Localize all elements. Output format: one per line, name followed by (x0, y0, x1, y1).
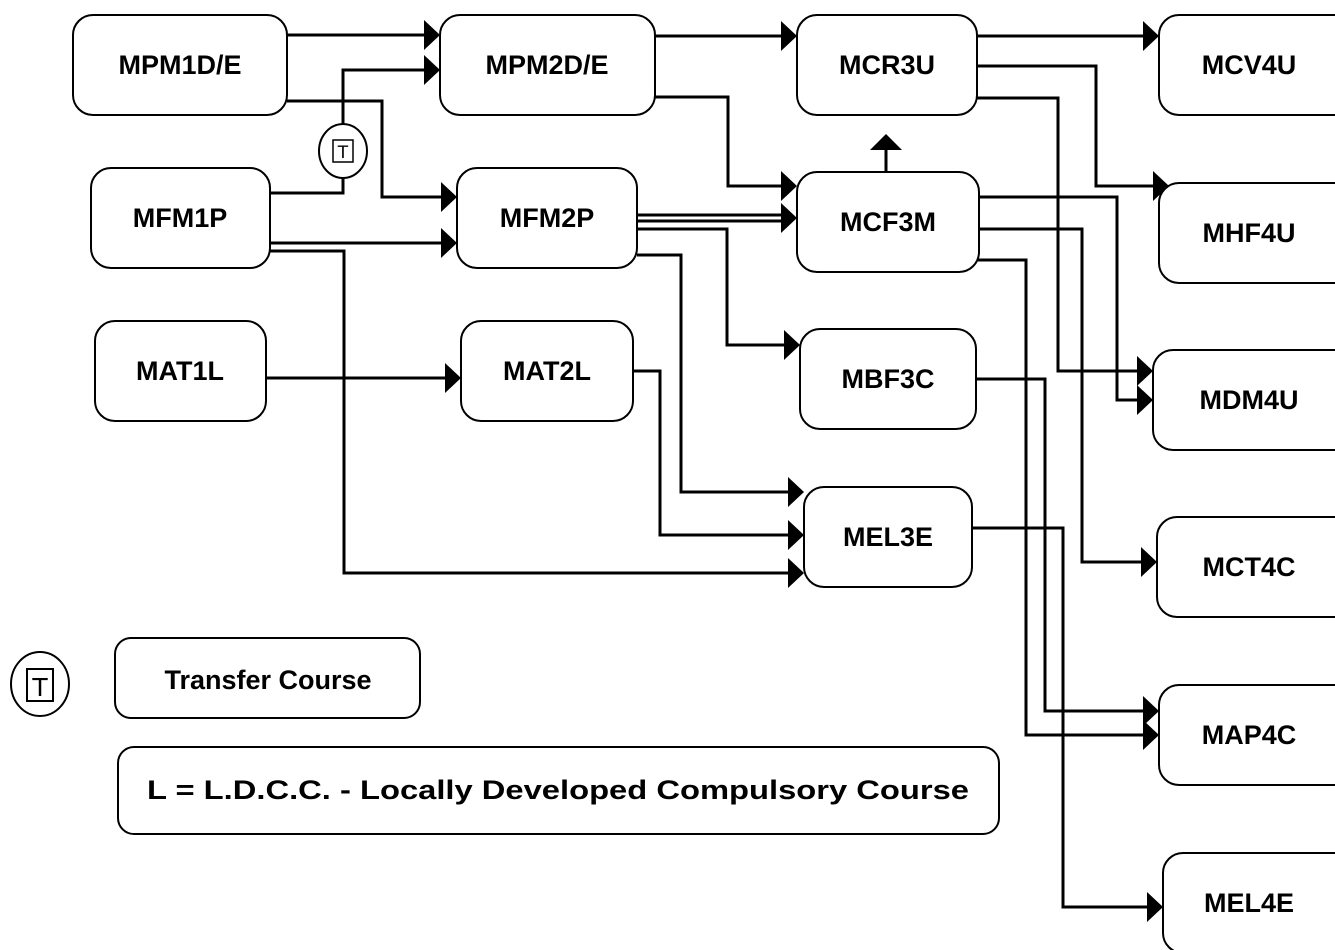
arrowhead (788, 520, 804, 550)
course-code: MAT2L (503, 356, 591, 386)
course-mpm2de: MPM2D/E (439, 14, 656, 116)
connector-mfm1p-mel3e (270, 249, 792, 575)
transfer-badge: T (318, 123, 368, 179)
connector-mpm2de-mcf3m (655, 95, 785, 188)
connector-mfm2p-mel3e (637, 253, 792, 494)
transfer-badge-glyph: T (337, 143, 349, 163)
course-code: MCR3U (839, 50, 935, 80)
course-mat1l: MAT1L (94, 320, 267, 422)
arrowhead (781, 203, 797, 233)
legend-ldcc: L = L.D.C.C. - Locally Developed Compuls… (117, 746, 1000, 835)
course-mcf3m: MCF3M (796, 171, 980, 273)
arrowhead (784, 330, 800, 360)
arrowhead (788, 477, 804, 507)
arrowhead (781, 21, 797, 51)
legend: T Transfer Course L = L.D.C.C. - Locally… (10, 637, 1000, 835)
course-mat2l: MAT2L (460, 320, 634, 422)
course-code: MBF3C (842, 364, 935, 394)
arrowhead (1153, 171, 1169, 201)
connector-mel3e-mel4e (972, 526, 1151, 909)
course-code: MCF3M (840, 207, 936, 237)
arrowhead (1137, 385, 1153, 415)
course-mel4e: MEL4E (1162, 852, 1335, 950)
course-mcr3u: MCR3U (796, 14, 978, 116)
course-code: MFM1P (133, 203, 228, 233)
connector-mat2l-mel3e (633, 369, 792, 537)
course-mel3e: MEL3E (803, 486, 973, 588)
connector-mcr3u-mdm4u (977, 96, 1141, 373)
arrowhead (424, 55, 440, 85)
course-code: MEL3E (843, 522, 933, 552)
course-mpm1de: MPM1D/E (72, 14, 288, 116)
arrowhead (1143, 21, 1159, 51)
arrowhead (781, 171, 797, 201)
legend-transfer-course: Transfer Course (114, 637, 421, 719)
course-code: MHF4U (1203, 218, 1296, 248)
course-code: MPM2D/E (485, 50, 608, 80)
legend-transfer-icon: T (10, 651, 70, 717)
course-code: MDM4U (1200, 385, 1299, 415)
course-mct4c: MCT4C (1156, 516, 1335, 618)
connector-mfm2p-mbf3c (637, 227, 788, 347)
connector-mcf3m-mct4c (979, 227, 1145, 564)
course-code: MCV4U (1202, 50, 1297, 80)
connector-mcf3m-mdm4u (979, 195, 1141, 402)
course-boxes: MPM1D/E MPM2D/E MCR3U MCV4U MFM1P MFM2P … (72, 14, 1335, 950)
connector-mbf3c-map4c (976, 377, 1147, 713)
arrowhead (424, 20, 440, 50)
course-mbf3c: MBF3C (799, 328, 977, 430)
arrowheads (424, 20, 1169, 922)
course-code: MFM2P (500, 203, 595, 233)
course-map4c: MAP4C (1158, 684, 1335, 786)
course-code: MAP4C (1202, 720, 1297, 750)
arrowhead (1147, 892, 1163, 922)
course-code: MEL4E (1204, 888, 1294, 918)
connector-mcr3u-mhf4u (977, 64, 1157, 188)
course-mcv4u: MCV4U (1158, 14, 1335, 116)
connector-mcf3m-map4c (975, 258, 1147, 737)
course-mhf4u: MHF4U (1158, 182, 1335, 284)
arrowhead (441, 182, 457, 212)
arrowhead (441, 228, 457, 258)
course-mdm4u: MDM4U (1152, 349, 1335, 451)
legend-ldcc-label: L = L.D.C.C. - Locally Developed Compuls… (147, 775, 969, 805)
course-code: MPM1D/E (118, 50, 241, 80)
course-mfm2p: MFM2P (456, 167, 638, 269)
arrowhead (870, 134, 902, 150)
arrowhead (788, 558, 804, 588)
course-code: MCT4C (1203, 552, 1296, 582)
arrowhead (1137, 356, 1153, 386)
course-code: MAT1L (136, 356, 224, 386)
legend-transfer-glyph: T (31, 673, 48, 702)
connectors (266, 33, 1157, 909)
arrowhead (1143, 696, 1159, 726)
course-mfm1p: MFM1P (90, 167, 271, 269)
connector-mpm1de-mfm2p-transfer (287, 99, 445, 199)
arrowhead (1141, 547, 1157, 577)
arrowhead (1143, 720, 1159, 750)
arrowhead (445, 363, 461, 393)
legend-transfer-label: Transfer Course (164, 665, 371, 695)
